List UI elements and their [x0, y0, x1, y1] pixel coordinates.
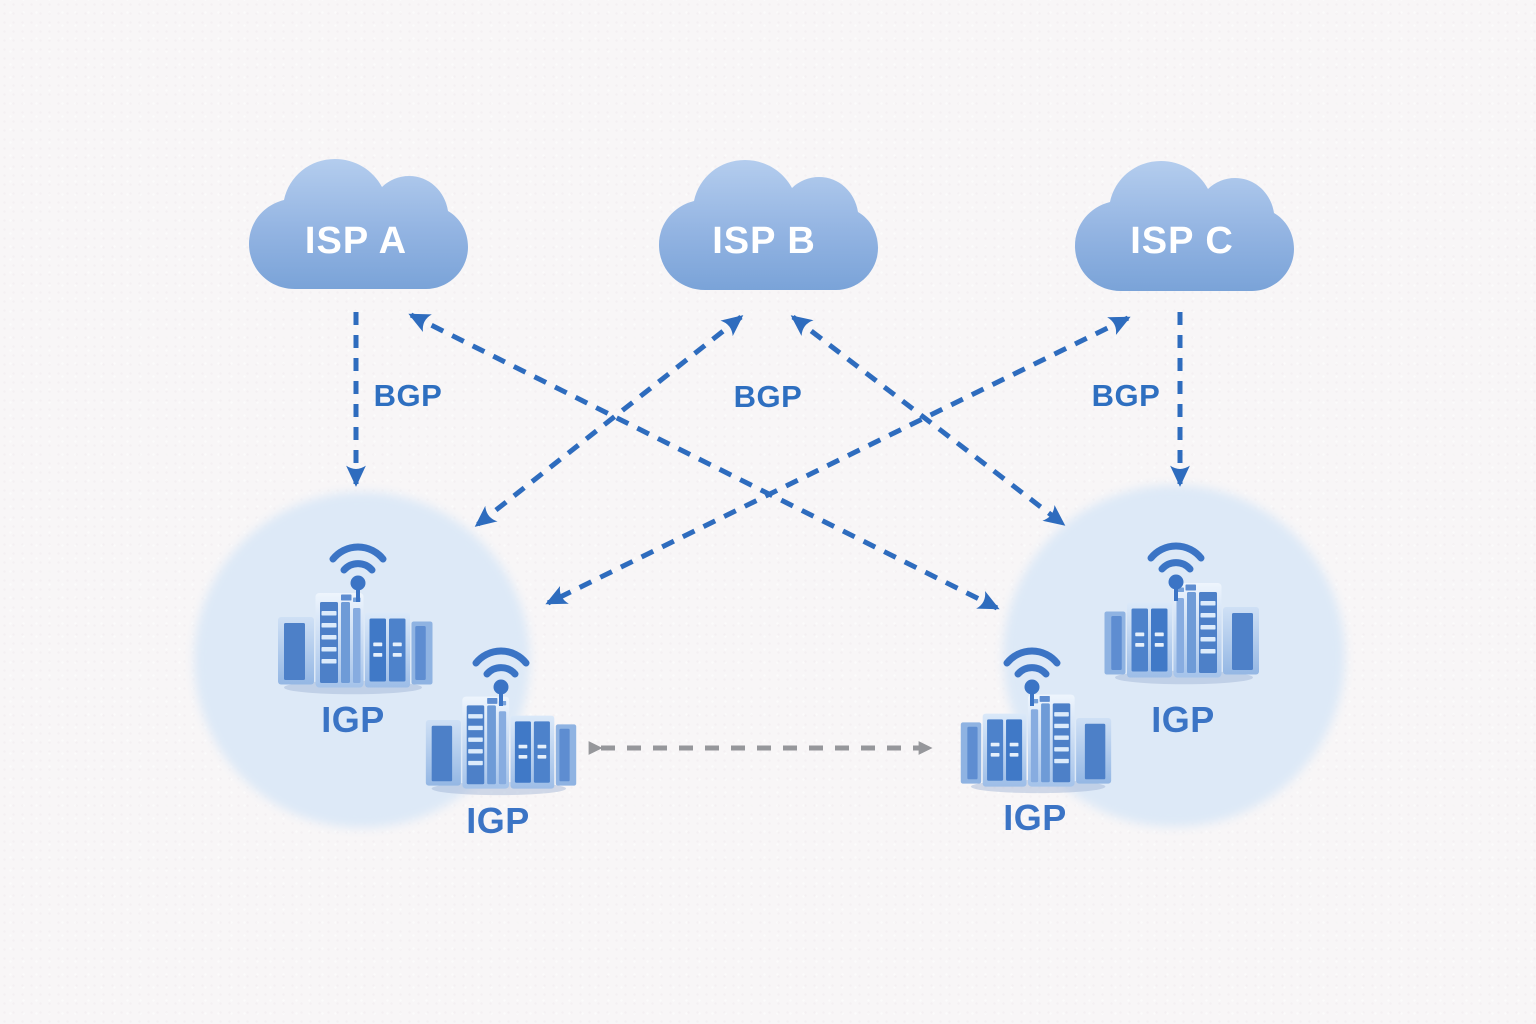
igp-label-left-secondary: IGP: [466, 800, 530, 841]
igp-label-right-main: IGP: [1151, 699, 1215, 740]
cloud-isp-c: ISP C: [1075, 161, 1294, 291]
arrow-isp-b-right-as: [790, 315, 1066, 526]
bgp-label-left: BGP: [374, 378, 443, 413]
bgp-label-middle: BGP: [734, 379, 803, 414]
igp-label-right-secondary: IGP: [1003, 797, 1067, 838]
cloud-label-isp-c: ISP C: [1130, 220, 1234, 262]
arrow-isp-c-left-cluster: [545, 315, 1131, 606]
bgp-label-right: BGP: [1092, 378, 1161, 413]
cloud-label-isp-b: ISP B: [712, 220, 816, 262]
arrow-isp-b-left-as: [474, 315, 744, 527]
cloud-isp-a: ISP A: [249, 159, 468, 289]
cloud-isp-b: ISP B: [659, 160, 878, 290]
cloud-label-isp-a: ISP A: [305, 220, 407, 262]
igp-label-left-main: IGP: [321, 699, 385, 740]
